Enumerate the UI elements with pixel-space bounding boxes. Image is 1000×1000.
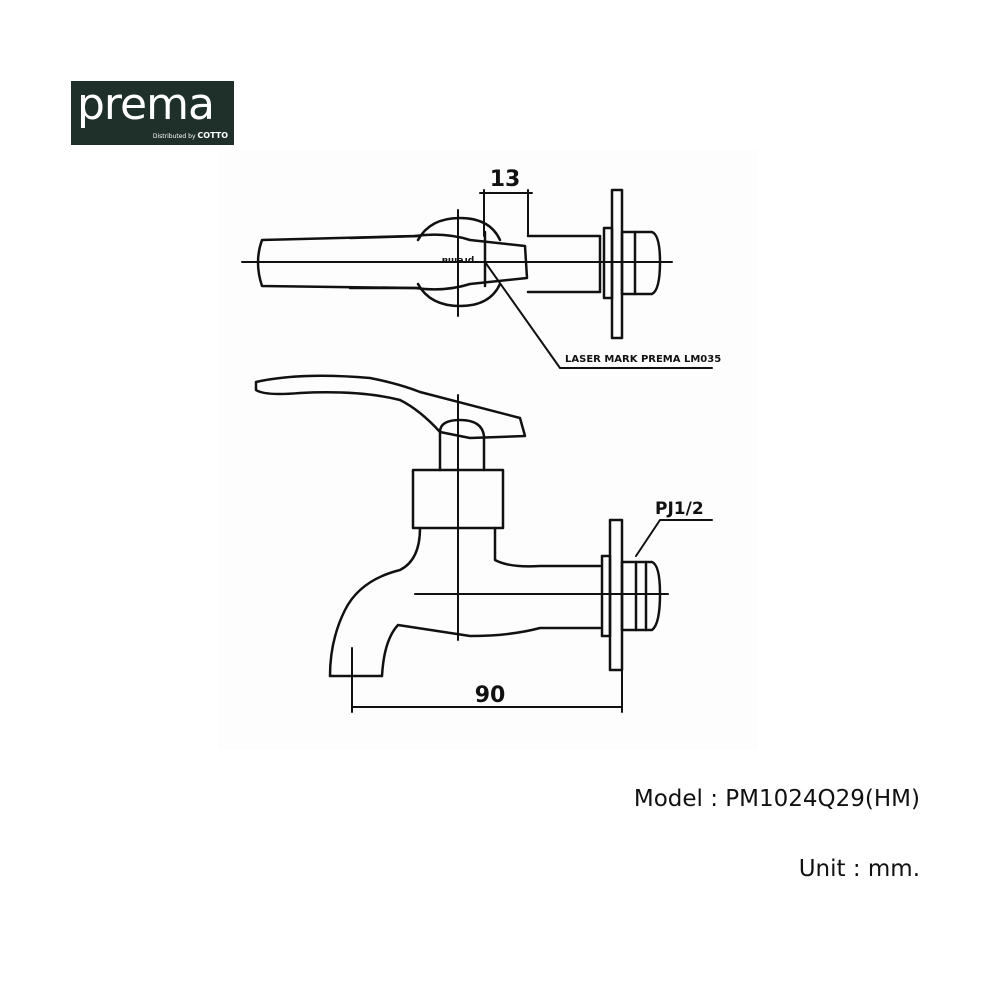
top-nut [620,230,662,296]
handle-mark: prema [442,255,474,265]
logo-wordmark: prema [77,79,215,130]
top-handle [256,233,529,291]
drawing-area [218,150,758,750]
side-nut [620,560,662,632]
side-view [254,374,713,713]
side-body-upper [493,526,602,568]
dim-90-label: 90 [475,683,506,708]
top-hub-upper [416,216,502,242]
thread-leader [635,519,713,557]
top-flange-plate [610,188,624,340]
top-hub-lower [416,282,502,308]
top-view [241,188,713,369]
thread-label: PJ1/2 [655,499,704,519]
logo-tagline: Distributed by COTTO [152,131,228,140]
side-collar [411,468,505,530]
laser-mark-label: LASER MARK PREMA LM035 [565,354,721,365]
dim-13-label: 13 [490,167,521,192]
side-handle [254,374,527,440]
logo-partner: COTTO [197,131,228,140]
laser-mark-leader [484,261,713,369]
side-spout-body [328,526,602,678]
top-pipe [526,234,602,294]
unit-caption: Unit : mm. [798,856,920,882]
model-caption: Model : PM1024Q29(HM) [633,786,920,812]
prema-logo: prema Distributed by COTTO [71,79,234,145]
